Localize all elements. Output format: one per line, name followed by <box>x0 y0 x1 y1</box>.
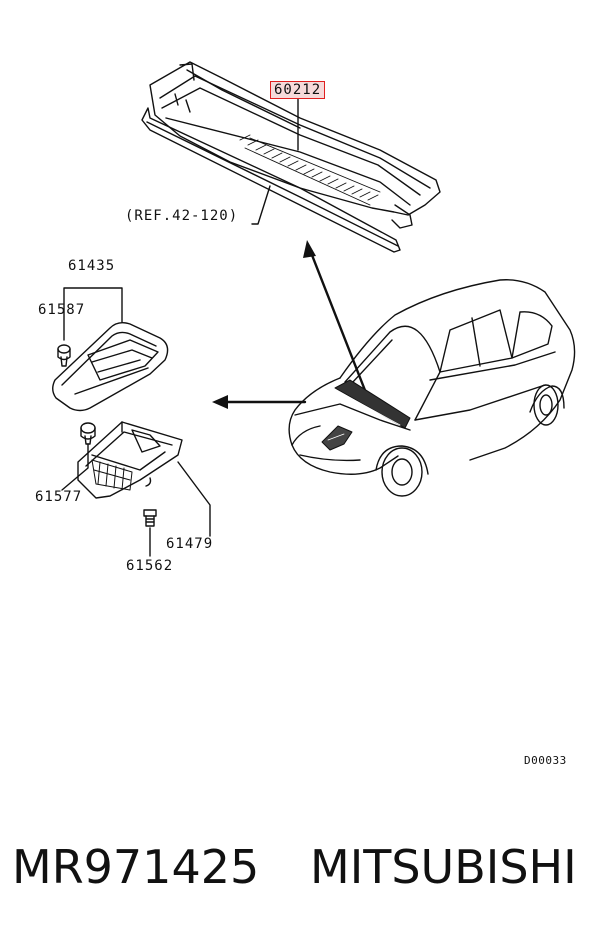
leader-61577 <box>61 443 89 491</box>
part-label-60212[interactable]: 60212 <box>270 81 326 99</box>
clip-61587 <box>57 344 71 367</box>
footer-caption: MR971425 MITSUBISHI <box>0 840 600 900</box>
cowl-top-panel <box>141 61 441 253</box>
leader-61479 <box>177 461 211 537</box>
hood-air-scoop <box>52 321 169 412</box>
part-label-61577[interactable]: 61577 <box>35 489 83 505</box>
part-label-61435[interactable]: 61435 <box>68 258 116 274</box>
part-label-61562[interactable]: 61562 <box>126 558 174 574</box>
arrow-head-left <box>212 395 228 409</box>
clip-61577 <box>80 422 96 445</box>
ref-label: (REF.42-120) <box>125 208 239 224</box>
arrows <box>220 248 370 404</box>
intake-duct <box>77 421 183 499</box>
part-label-61587[interactable]: 61587 <box>38 302 86 318</box>
leader-ref <box>251 185 271 225</box>
leader-61435 <box>63 287 123 341</box>
part-label-61479[interactable]: 61479 <box>166 536 214 552</box>
bolt-61562 <box>143 509 157 527</box>
diagram-code: D00033 <box>524 754 567 767</box>
vehicle-outline <box>288 279 576 497</box>
part-number: MR971425 <box>12 840 260 894</box>
brand-name: MITSUBISHI <box>310 840 577 894</box>
arrow-head-up <box>303 240 316 258</box>
